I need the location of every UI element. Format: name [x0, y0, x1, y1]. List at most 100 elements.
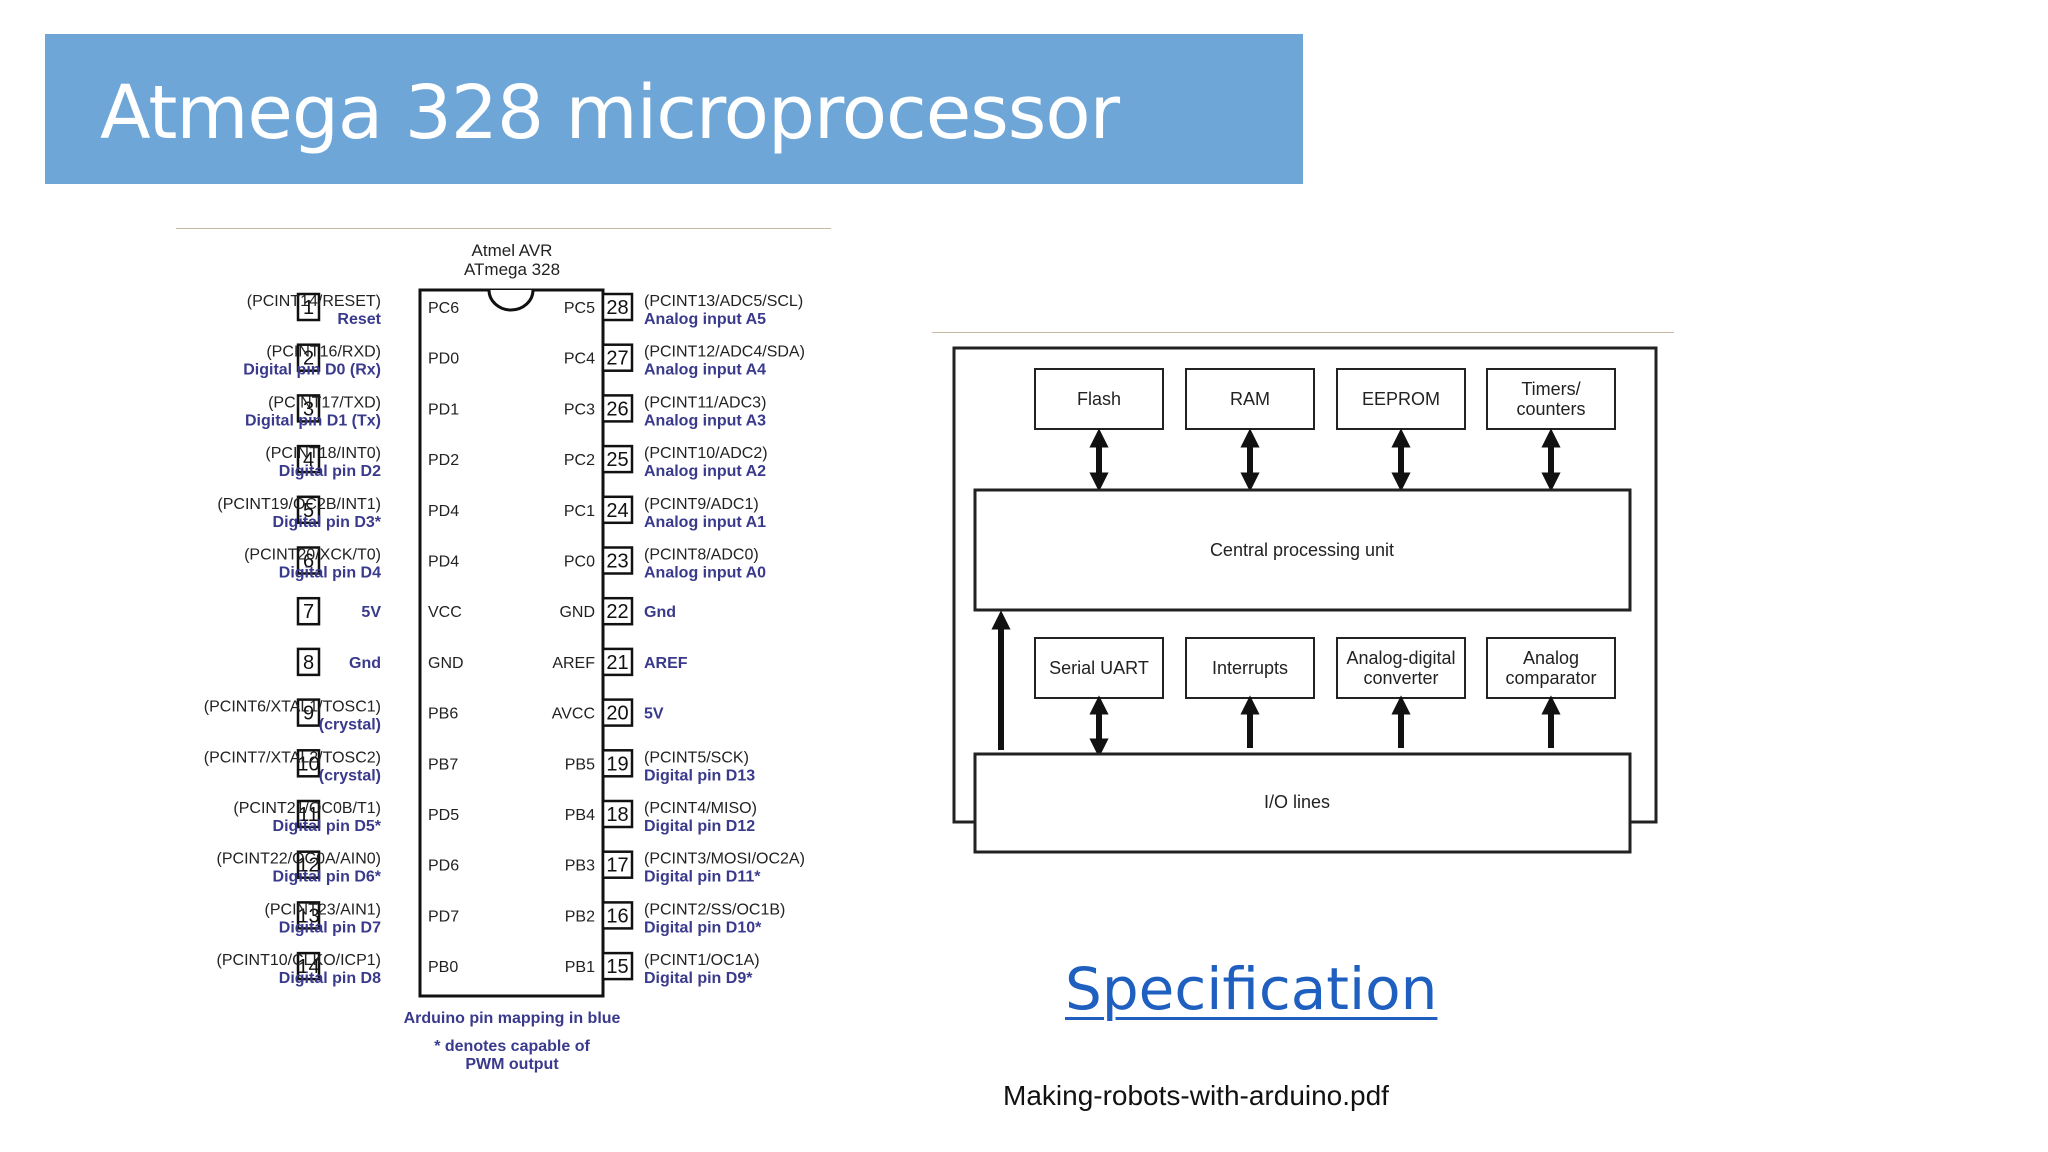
pin-arduino-right: Digital pin D10* [644, 919, 762, 936]
pin-box-left [296, 799, 321, 829]
pin-name-right: PC4 [564, 351, 595, 368]
pin-name-right: PB2 [565, 908, 595, 925]
pin-name-left: PD4 [428, 503, 459, 520]
pin-name-left: PD4 [428, 554, 459, 571]
pin-number-left: 1 [303, 297, 314, 319]
pin-number-left: 10 [297, 753, 319, 775]
pin-name-left: VCC [428, 604, 462, 621]
memory-block-label: RAM [1230, 389, 1270, 409]
pin-arduino-right: Analog input A5 [644, 311, 766, 328]
memory-block-label: counters [1516, 399, 1585, 419]
pin-box-right [601, 546, 634, 575]
pin-box-left [296, 850, 321, 879]
peripheral-block-label: Analog [1523, 648, 1579, 668]
pinout-top-rule [176, 228, 831, 229]
pin-name-left: PD1 [428, 401, 459, 418]
pin-name-left: PB0 [428, 959, 458, 976]
pin-number-left: 9 [303, 703, 314, 725]
pin-number-left: 5 [303, 500, 314, 522]
pin-number-right: 22 [606, 601, 628, 623]
peripheral-block-label: converter [1363, 668, 1438, 688]
memory-block-label: Flash [1077, 389, 1121, 409]
pin-alt-left: (PCINT17/TXD) [268, 394, 381, 411]
pin-name-left: PD2 [428, 452, 459, 469]
peripheral-block-label: Interrupts [1212, 658, 1288, 678]
footnote-line3: PWM output [465, 1056, 559, 1073]
pin-alt-right: (PCINT2/SS/OC1B) [644, 901, 785, 918]
pin-box-left [296, 901, 321, 930]
pin-name-left: PD0 [428, 351, 459, 368]
chip-body [418, 288, 605, 998]
pin-box-right [601, 698, 634, 727]
pin-arduino-left: (crystal) [319, 717, 381, 734]
pin-arduino-left: Digital pin D0 (Rx) [243, 362, 381, 379]
block-top-rule [932, 332, 1674, 333]
pin-box-left [296, 343, 321, 372]
pin-alt-right: (PCINT8/ADC0) [644, 547, 759, 564]
pin-box-left [296, 749, 321, 778]
pin-box-right [601, 951, 634, 981]
footnote-line2: * denotes capable of [434, 1038, 590, 1055]
pin-arduino-right: Digital pin D11* [644, 869, 761, 886]
pin-number-right: 20 [606, 703, 628, 725]
pin-alt-right: (PCINT5/SCK) [644, 749, 749, 766]
pin-box-left [296, 292, 321, 322]
pin-number-right: 16 [606, 905, 628, 927]
pin-box-right [601, 444, 634, 474]
pin-alt-right: (PCINT13/ADC5/SCL) [644, 293, 803, 310]
pin-name-left: PC6 [428, 300, 459, 317]
pin-name-right: GND [559, 604, 595, 621]
pin-alt-left: (PCINT10/CLKO/ICP1) [217, 952, 381, 969]
pin-name-left: GND [428, 655, 464, 672]
pin-name-left: PD7 [428, 908, 459, 925]
pin-arduino-right: Digital pin D9* [644, 970, 753, 987]
pin-alt-right: (PCINT12/ADC4/SDA) [644, 344, 805, 361]
pin-number-right: 21 [606, 652, 628, 674]
pin-box-left [296, 546, 321, 575]
pin-name-right: PB3 [565, 858, 595, 875]
pin-name-right: PB4 [565, 807, 595, 824]
pin-box-right [601, 647, 634, 677]
peripheral-block-label: comparator [1505, 668, 1596, 688]
pin-number-right: 24 [606, 500, 628, 522]
pin-name-left: PD6 [428, 858, 459, 875]
pin-arduino-left: Digital pin D1 (Tx) [245, 412, 381, 429]
pin-arduino-left: Digital pin D7 [279, 919, 381, 936]
peripheral-block-label: Serial UART [1049, 658, 1149, 678]
chip-header-line1: Atmel AVR [472, 241, 553, 260]
pin-arduino-left: Digital pin D3* [273, 514, 382, 531]
pin-name-right: PC0 [564, 554, 595, 571]
memory-block [1034, 368, 1164, 430]
pin-arduino-left: Digital pin D5* [273, 818, 382, 835]
peripheral-block [1486, 637, 1616, 699]
pin-alt-left: (PCINT21/OC0B/T1) [233, 800, 381, 817]
pin-alt-right: (PCINT1/OC1A) [644, 952, 760, 969]
pin-arduino-right: Digital pin D12 [644, 818, 755, 835]
pin-arduino-right: Analog input A0 [644, 565, 766, 582]
specification-link[interactable]: Specification [1065, 955, 1438, 1023]
footnote-line1: Arduino pin mapping in blue [404, 1010, 621, 1027]
pin-box-left [296, 394, 321, 423]
peripheral-block [1185, 637, 1315, 699]
title-bar: Atmega 328 microprocessor [45, 34, 1303, 184]
pin-alt-right: (PCINT11/ADC3) [644, 394, 766, 411]
pin-arduino-right: Digital pin D13 [644, 767, 755, 784]
pin-number-right: 19 [606, 753, 628, 775]
pin-alt-right: (PCINT10/ADC2) [644, 445, 768, 462]
memory-block-label: EEPROM [1362, 389, 1440, 409]
pin-name-left: PB6 [428, 706, 458, 723]
cpu-block [973, 488, 1632, 612]
pin-alt-left: (PCINT18/INT0) [265, 445, 381, 462]
pin-number-right: 18 [606, 804, 628, 826]
pin-alt-left: (PCINT16/RXD) [266, 344, 381, 361]
slide-title: Atmega 328 microprocessor [100, 70, 1120, 156]
pin-number-left: 12 [297, 855, 319, 877]
pin-number-left: 3 [303, 398, 314, 420]
pin-number-right: 27 [606, 348, 628, 370]
pin-number-left: 2 [303, 348, 314, 370]
pin-number-right: 17 [606, 855, 628, 877]
pin-alt-left: (PCINT14/RESET) [247, 293, 381, 310]
